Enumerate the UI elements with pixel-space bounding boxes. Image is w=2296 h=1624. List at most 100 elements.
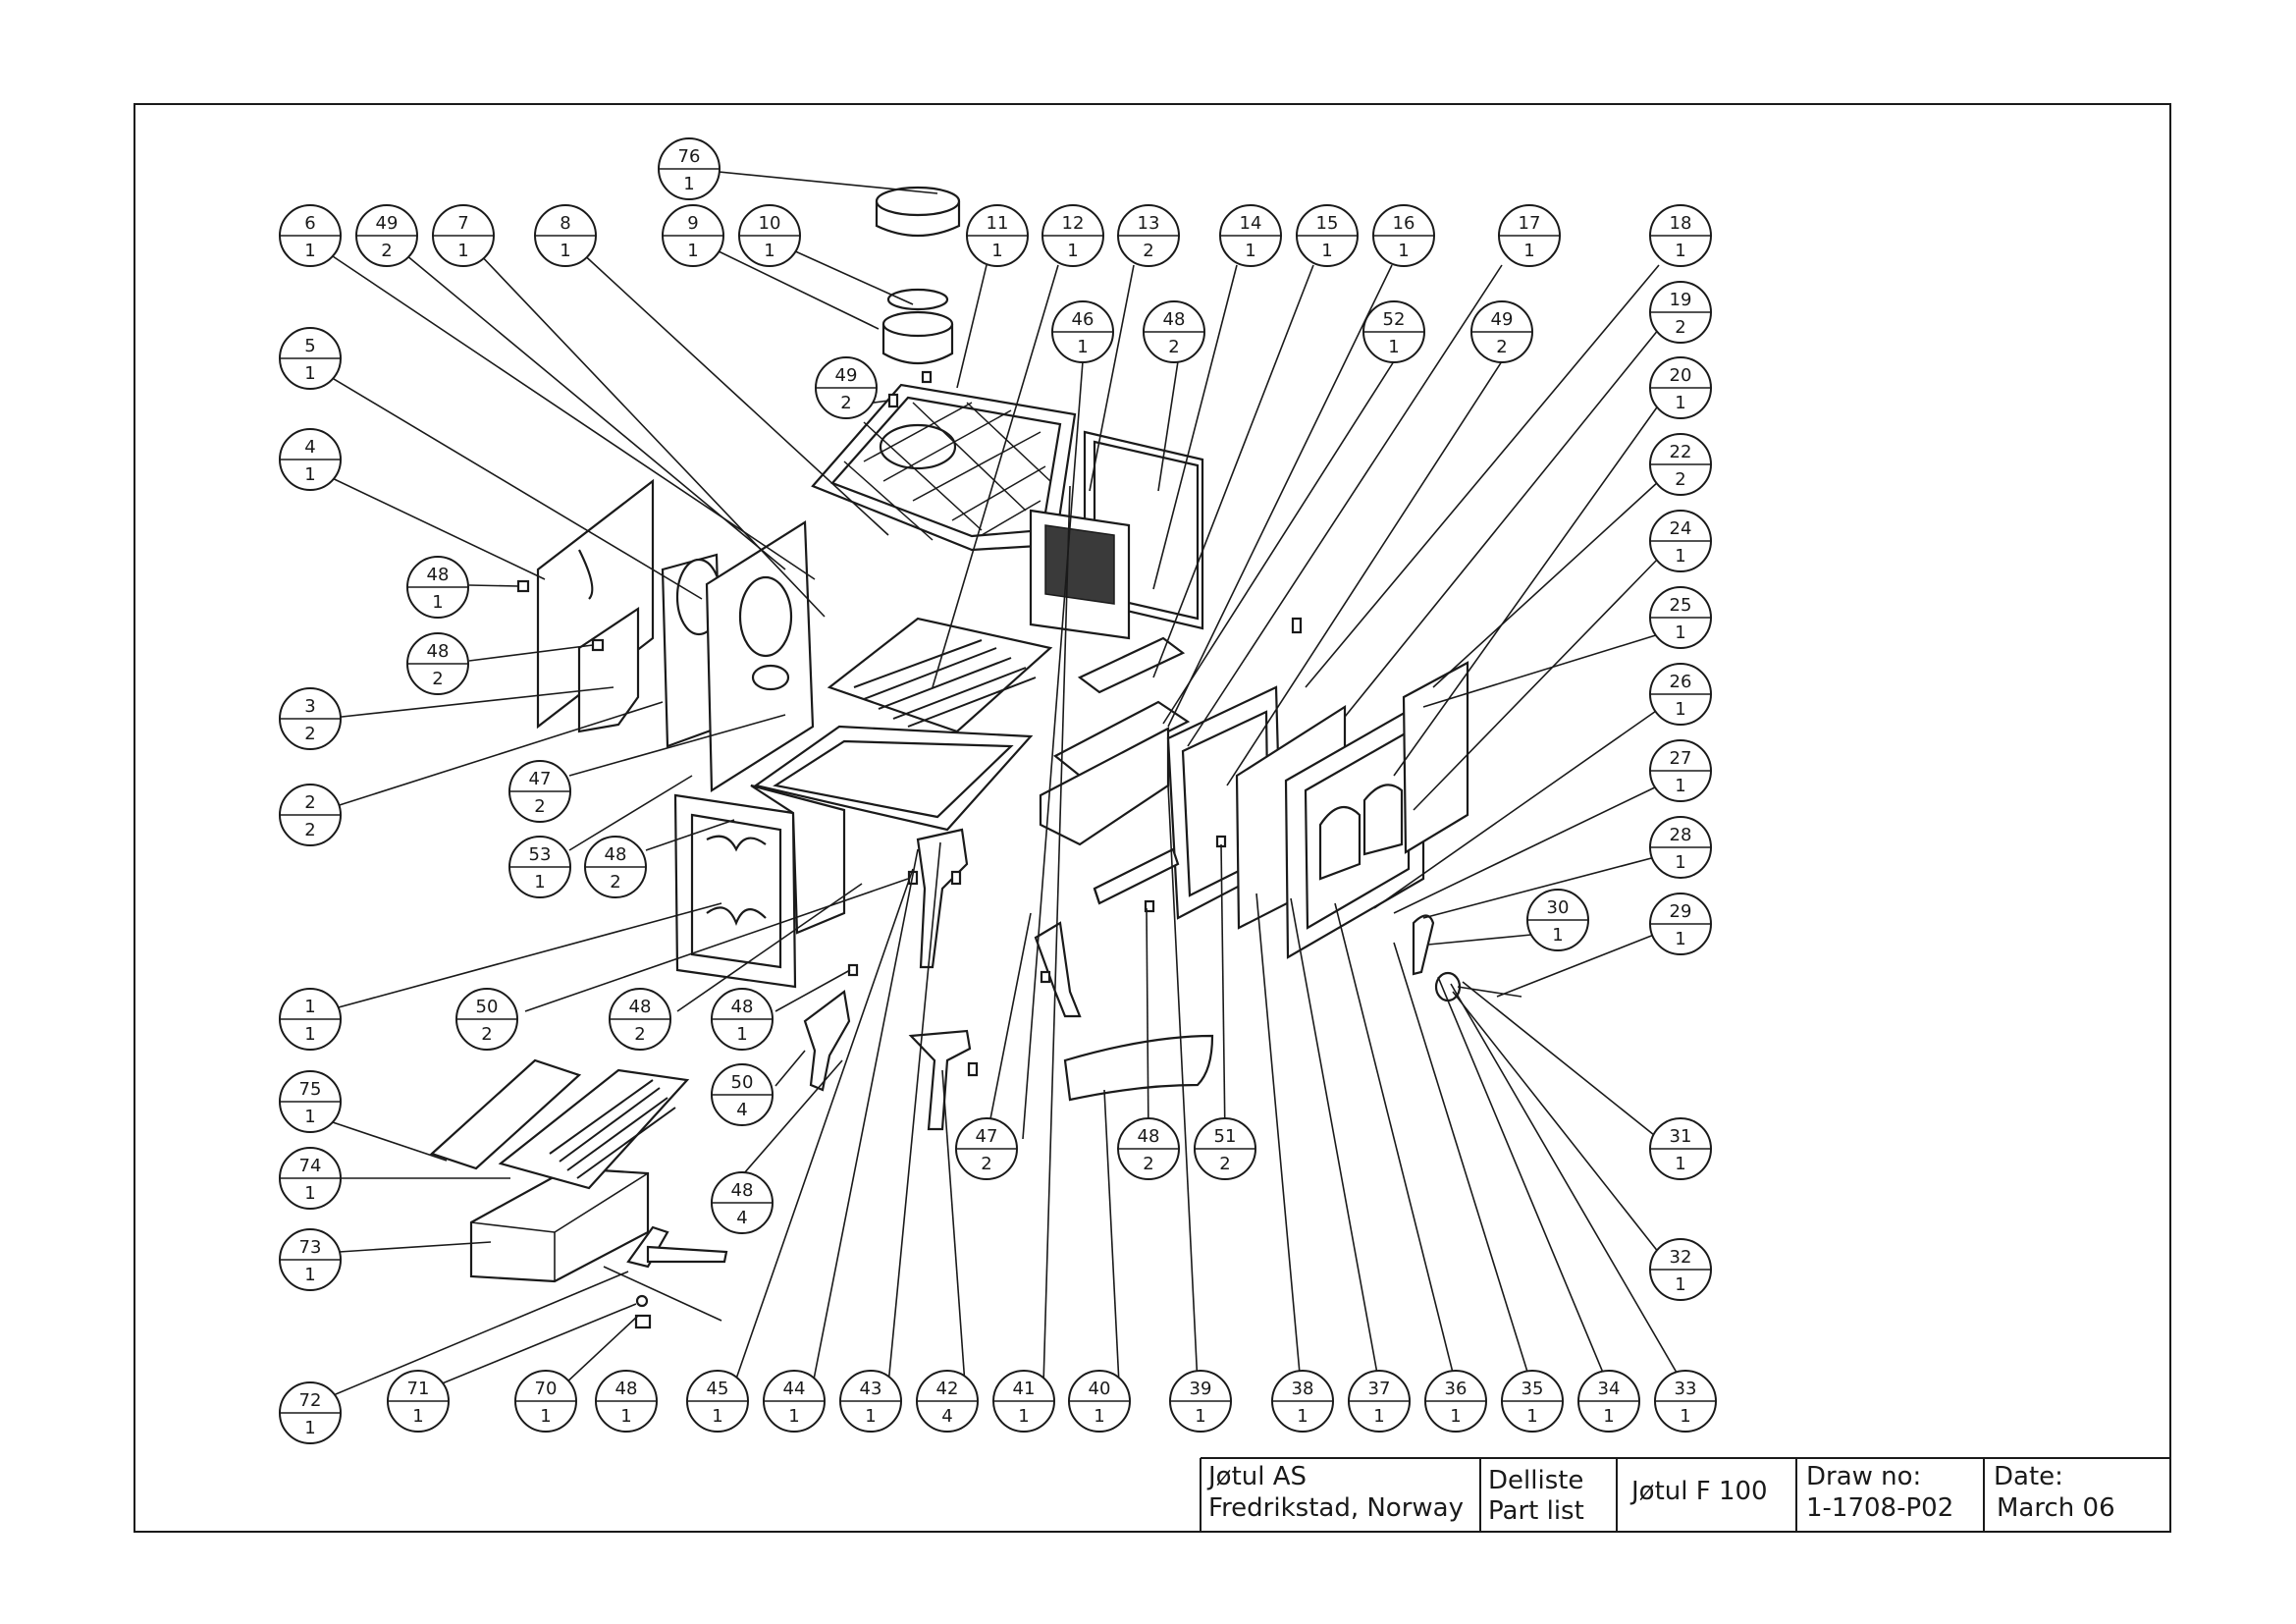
callout-bubble: 482 — [406, 632, 469, 695]
part-baffle — [1039, 636, 1191, 846]
callout-quantity: 1 — [1675, 546, 1685, 567]
callout-bubble: 111 — [966, 204, 1029, 267]
part-lower-side-panel — [750, 784, 846, 935]
callout-bubble: 451 — [686, 1370, 749, 1433]
callout-part-number: 43 — [860, 1379, 882, 1399]
callout-quantity: 1 — [1675, 1154, 1685, 1174]
callout-part-number: 27 — [1670, 748, 1692, 769]
part-collar-ring — [881, 288, 954, 364]
callout-bubble: 484 — [711, 1171, 774, 1234]
callout-quantity: 1 — [304, 1418, 315, 1438]
callout-quantity: 2 — [840, 393, 851, 413]
part-side-plate-left — [536, 478, 655, 730]
doc-type-english: Part list — [1488, 1496, 1584, 1526]
drawing-number: 1-1708-P02 — [1806, 1493, 1953, 1523]
callout-bubble: 181 — [1649, 204, 1712, 267]
callout-quantity: 1 — [788, 1406, 799, 1427]
title-block: Jøtul AS Fredrikstad, Norway Delliste Pa… — [1200, 1457, 2170, 1532]
callout-part-number: 46 — [1072, 309, 1095, 330]
callout-quantity: 1 — [412, 1406, 423, 1427]
callout-bubble: 91 — [662, 204, 724, 267]
callout-part-number: 34 — [1598, 1379, 1621, 1399]
callout-bubble: 201 — [1649, 356, 1712, 419]
callout-part-number: 49 — [376, 213, 399, 234]
callout-bubble: 341 — [1577, 1370, 1640, 1433]
callout-bubble: 192 — [1649, 281, 1712, 344]
callout-quantity: 1 — [687, 241, 698, 261]
callout-quantity: 1 — [304, 1107, 315, 1127]
callout-quantity: 1 — [1373, 1406, 1384, 1427]
callout-part-number: 36 — [1445, 1379, 1468, 1399]
callout-part-number: 25 — [1670, 595, 1692, 616]
part-leg-front — [803, 828, 972, 1131]
callout-bubble: 222 — [1649, 433, 1712, 496]
callout-bubble: 32 — [279, 687, 342, 750]
callout-part-number: 45 — [707, 1379, 729, 1399]
callout-bubble: 482 — [1117, 1117, 1180, 1180]
callout-quantity: 1 — [1675, 699, 1685, 720]
callout-quantity: 1 — [304, 241, 315, 261]
callout-part-number: 3 — [304, 696, 315, 717]
callout-part-number: 17 — [1519, 213, 1541, 234]
callout-quantity: 2 — [981, 1154, 991, 1174]
callout-bubble: 61 — [279, 204, 342, 267]
callout-bubble: 731 — [279, 1228, 342, 1291]
callout-bubble: 502 — [455, 988, 518, 1051]
callout-quantity: 2 — [1143, 241, 1153, 261]
part-top-plate — [811, 383, 1077, 552]
callout-bubble: 361 — [1424, 1370, 1487, 1433]
callout-bubble: 512 — [1194, 1117, 1256, 1180]
callout-quantity: 1 — [1195, 1406, 1205, 1427]
date-value: March 06 — [1997, 1493, 2115, 1523]
callout-quantity: 4 — [736, 1100, 747, 1120]
callout-quantity: 2 — [1219, 1154, 1230, 1174]
callout-bubble: 431 — [839, 1370, 902, 1433]
callout-quantity: 1 — [1552, 925, 1563, 946]
callout-part-number: 30 — [1547, 897, 1570, 918]
part-side-panel — [705, 520, 815, 792]
callout-part-number: 41 — [1013, 1379, 1036, 1399]
callout-bubble: 504 — [711, 1063, 774, 1126]
callout-bubble: 492 — [815, 356, 878, 419]
callout-quantity: 1 — [1675, 776, 1685, 796]
callout-part-number: 48 — [1138, 1126, 1160, 1147]
callout-bubble: 391 — [1169, 1370, 1232, 1433]
callout-bubble: 492 — [355, 204, 418, 267]
part-ash-tool — [603, 1225, 728, 1322]
callout-bubble: 371 — [1348, 1370, 1411, 1433]
callout-quantity: 1 — [1077, 337, 1088, 357]
callout-part-number: 51 — [1214, 1126, 1237, 1147]
callout-part-number: 39 — [1190, 1379, 1212, 1399]
callout-bubble: 71 — [432, 204, 495, 267]
callout-part-number: 11 — [987, 213, 1009, 234]
callout-bubble: 161 — [1372, 204, 1435, 267]
callout-part-number: 28 — [1670, 825, 1692, 845]
part-ash-grate — [429, 1058, 690, 1190]
callout-bubbles: 7616149271819110111112113214115116117118… — [279, 137, 1717, 1444]
callout-bubble: 482 — [609, 988, 671, 1051]
callout-bubble: 481 — [595, 1370, 658, 1433]
callout-part-number: 74 — [299, 1156, 322, 1176]
callout-bubble: 51 — [279, 327, 342, 390]
callout-quantity: 1 — [1675, 241, 1685, 261]
callout-part-number: 32 — [1670, 1247, 1692, 1268]
callout-quantity: 1 — [534, 872, 545, 893]
callout-part-number: 15 — [1316, 213, 1339, 234]
part-grate — [827, 617, 1053, 733]
drawing-border — [133, 103, 2171, 1533]
callout-part-number: 13 — [1138, 213, 1160, 234]
callout-part-number: 33 — [1675, 1379, 1697, 1399]
part-grille-panel — [1029, 509, 1131, 640]
callout-bubble: 121 — [1041, 204, 1104, 267]
callout-quantity: 1 — [683, 174, 694, 194]
callout-quantity: 1 — [1526, 1406, 1537, 1427]
callout-part-number: 37 — [1368, 1379, 1391, 1399]
callout-bubble: 711 — [387, 1370, 450, 1433]
callout-bubble: 411 — [992, 1370, 1055, 1433]
callout-quantity: 1 — [1675, 929, 1685, 949]
callout-quantity: 1 — [1398, 241, 1409, 261]
callout-quantity: 1 — [304, 363, 315, 384]
callout-bubble: 241 — [1649, 510, 1712, 572]
callout-bubble: 441 — [763, 1370, 826, 1433]
callout-bubble: 311 — [1649, 1117, 1712, 1180]
